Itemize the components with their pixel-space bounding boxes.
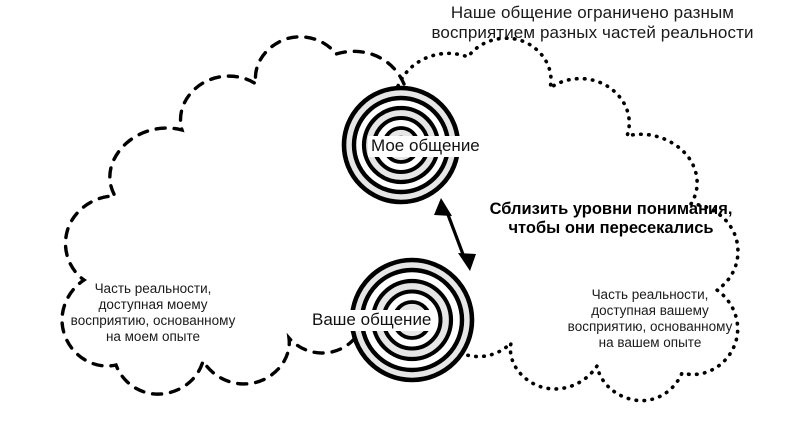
page-title: Наше общение ограничено разным восприяти…	[431, 3, 754, 43]
emphasis-callout: Сблизить уровни понимания, чтобы они пер…	[489, 200, 733, 238]
right-cloud-shape	[396, 36, 740, 403]
double-headed-arrow-icon	[434, 198, 476, 271]
left-cloud-shape	[60, 35, 406, 396]
your-communication-label: Ваше общение	[309, 310, 435, 331]
left-reality-caption: Часть реальности, доступная моему воспри…	[70, 281, 236, 344]
right-reality-caption: Часть реальности, доступная вашему воспр…	[567, 287, 733, 350]
my-communication-label: Мое общение	[368, 136, 483, 157]
